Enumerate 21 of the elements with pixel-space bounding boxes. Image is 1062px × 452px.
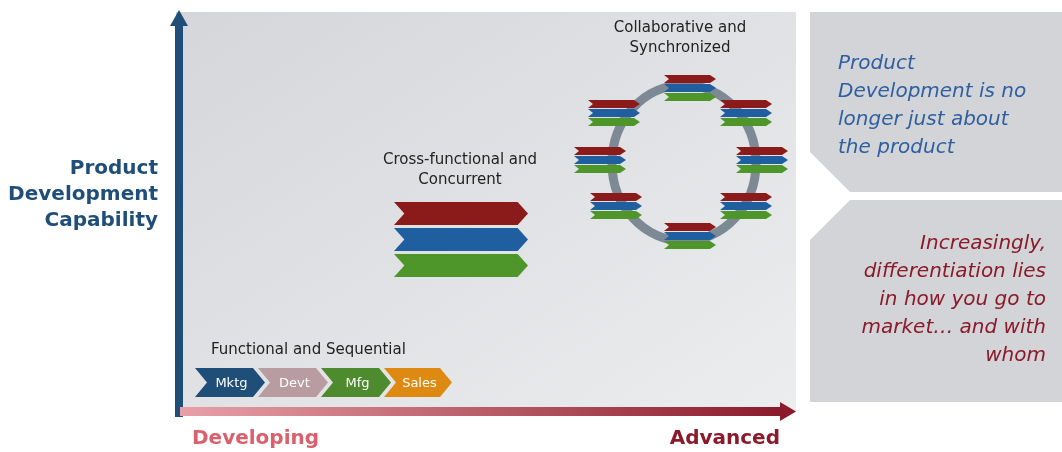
stage-caption: Cross-functional and Concurrent bbox=[381, 150, 539, 189]
callout-panel bbox=[810, 200, 1062, 402]
axis-label: Developing bbox=[192, 424, 321, 450]
callout-panel bbox=[810, 12, 1062, 192]
stage-banner bbox=[394, 202, 528, 225]
callout-text: Product Development is no longer just about the product bbox=[838, 49, 1028, 160]
stage-banner bbox=[195, 368, 265, 397]
stage-banner bbox=[394, 254, 528, 277]
stage-label: Sales bbox=[401, 374, 438, 392]
stage-banner bbox=[394, 228, 528, 251]
stage-banner bbox=[258, 368, 328, 397]
stage-caption: Collaborative and Synchronized bbox=[612, 18, 748, 57]
axis-title: Product Development Capability bbox=[7, 154, 158, 232]
stage-label: Mfg bbox=[344, 374, 371, 392]
stage-label: Devt bbox=[278, 374, 311, 392]
stage-banner bbox=[321, 368, 391, 397]
callout-text: Increasingly, differentiation lies in how you go to market… and with whom bbox=[860, 229, 1046, 368]
stage-caption: Functional and Sequential bbox=[211, 340, 407, 360]
stage-banner bbox=[384, 368, 452, 397]
axis-label: Advanced bbox=[668, 424, 780, 450]
stage-label: Mktg bbox=[214, 374, 249, 392]
